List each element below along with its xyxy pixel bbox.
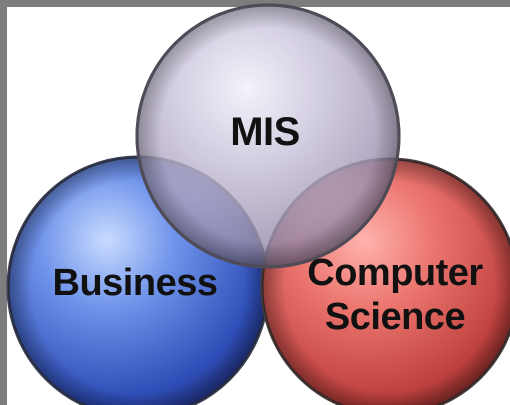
frame-border-top [0, 0, 510, 7]
business-label: Business [52, 262, 218, 304]
computer-science-label: Computer Science [290, 252, 500, 339]
mis-circle-outline [135, 3, 401, 269]
mis-label: MIS [230, 110, 300, 154]
computer-science-label-line1: Computer [307, 252, 483, 294]
frame-border-left [0, 0, 7, 405]
computer-science-label-line2: Science [324, 295, 466, 338]
